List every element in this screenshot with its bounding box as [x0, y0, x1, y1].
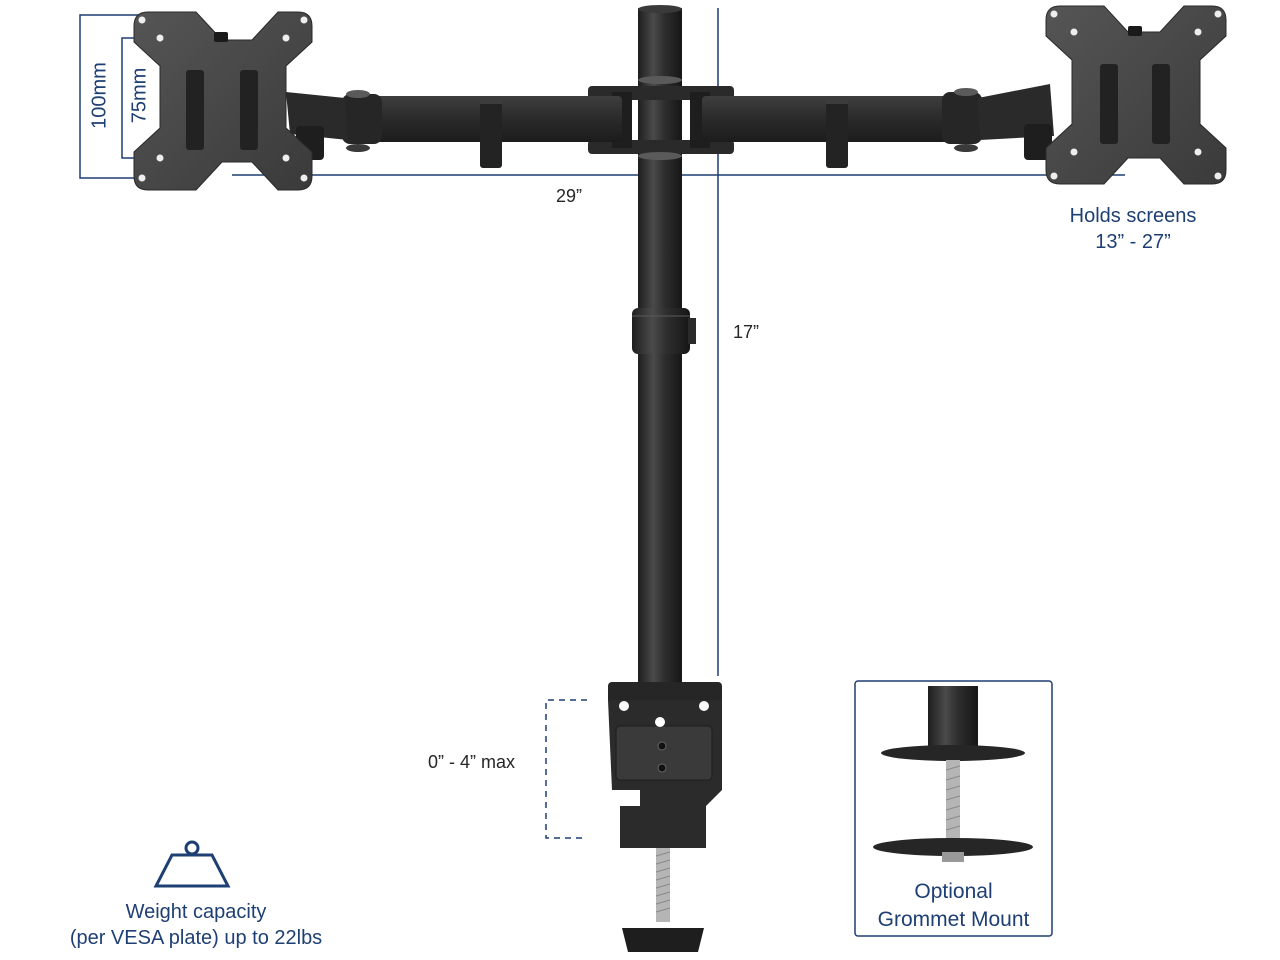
- vesa-100-label: 100mm: [88, 62, 111, 129]
- grommet-inset: [854, 680, 1053, 937]
- screen-size-line1: Holds screens: [1069, 205, 1197, 227]
- pole: [632, 5, 696, 688]
- vesa-100-bracket: [79, 14, 160, 179]
- arm-span-label: 29”: [556, 186, 583, 206]
- pole-height-label: 17”: [733, 322, 760, 342]
- screen-size-line2: 13” - 27”: [1095, 231, 1171, 253]
- weight-capacity-line2: (per VESA plate) up to 22lbs: [69, 927, 323, 949]
- right-vesa-plate: [1045, 5, 1227, 185]
- left-vesa-plate: [133, 11, 313, 191]
- grommet-caption-line2: Grommet Mount: [877, 908, 1030, 931]
- grommet-caption-line1: Optional: [914, 880, 993, 903]
- weight-icon: [153, 840, 231, 888]
- right-arm: [702, 84, 1054, 168]
- weight-capacity-line1: Weight capacity: [125, 901, 267, 923]
- grommet-caption: Optional Grommet Mount: [857, 878, 1050, 934]
- clamp-range-label: 0” - 4” max: [428, 752, 516, 772]
- vesa-75-label: 75mm: [128, 67, 151, 124]
- screen-size-label: Holds screens 13” - 27”: [1050, 203, 1216, 255]
- weight-capacity-label: Weight capacity (per VESA plate) up to 2…: [40, 899, 352, 951]
- desk-clamp: [608, 682, 722, 952]
- left-arm: [286, 90, 622, 168]
- clamp-range-bracket: [545, 699, 587, 839]
